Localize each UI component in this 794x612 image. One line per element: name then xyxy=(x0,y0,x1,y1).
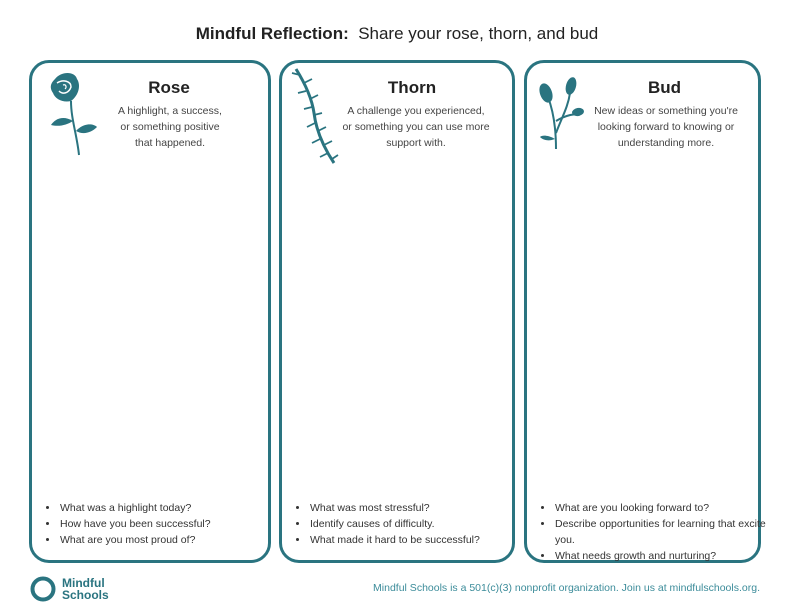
thorn-questions: What was most stressful? Identify causes… xyxy=(296,500,519,548)
bud-description: New ideas or something you're looking fo… xyxy=(585,103,747,151)
rose-icon xyxy=(50,73,97,156)
list-item: What are you most proud of? xyxy=(59,532,273,548)
page-title-rest: Share your rose, thorn, and bud xyxy=(358,24,599,43)
rose-description: A highlight, a success, or something pos… xyxy=(80,103,260,151)
brand-name: Mindful Schools xyxy=(62,577,109,601)
rose-heading: Rose xyxy=(148,78,190,97)
rose-questions: What was a highlight today? How have you… xyxy=(46,500,273,548)
list-item: How have you been successful? xyxy=(59,516,273,532)
list-item: What was a highlight today? xyxy=(59,500,273,516)
rose-desc-line: A highlight, a success, xyxy=(118,105,222,117)
bud-card: Bud New ideas or something you're lookin… xyxy=(524,60,766,563)
list-item: What needs growth and nurturing? xyxy=(554,548,766,564)
brand-line: Mindful xyxy=(62,576,105,590)
list-item: What are you looking forward to? xyxy=(554,500,766,516)
rose-desc-line: or something positive xyxy=(120,121,220,133)
thorn-card: Thorn A challenge you experienced, or so… xyxy=(279,60,515,563)
list-item: Identify causes of difficulty. xyxy=(309,516,519,532)
page-title: Mindful Reflection: Share your rose, tho… xyxy=(0,24,794,44)
thorn-desc-line: support with. xyxy=(386,137,446,149)
list-item: What made it hard to be successful? xyxy=(309,532,519,548)
bud-desc-line: New ideas or something you're xyxy=(594,105,738,117)
brand-line: Schools xyxy=(62,588,109,602)
bud-heading: Bud xyxy=(647,78,682,97)
thorn-desc-line: or something you can use more xyxy=(342,121,490,133)
bud-icon xyxy=(539,77,584,150)
bud-desc-line: looking forward to knowing or xyxy=(597,121,735,133)
footer-text: Mindful Schools is a 501(c)(3) nonprofit… xyxy=(373,582,760,594)
thorn-description: A challenge you experienced, or somethin… xyxy=(330,103,502,151)
thorn-heading: Thorn xyxy=(387,78,437,97)
thorn-desc-line: A challenge you experienced, xyxy=(347,105,485,117)
mindful-schools-logo-icon xyxy=(30,576,56,602)
bud-desc-line: understanding more. xyxy=(617,137,715,149)
page-title-bold: Mindful Reflection: xyxy=(195,24,349,43)
rose-card: Rose A highlight, a success, or somethin… xyxy=(29,60,271,563)
thorny-stem-icon xyxy=(291,68,339,164)
list-item: What was most stressful? xyxy=(309,500,519,516)
bud-questions: What are you looking forward to? Describ… xyxy=(541,500,766,564)
list-item: Describe opportunities for learning that… xyxy=(554,516,766,548)
rose-desc-line: that happened. xyxy=(134,137,206,149)
